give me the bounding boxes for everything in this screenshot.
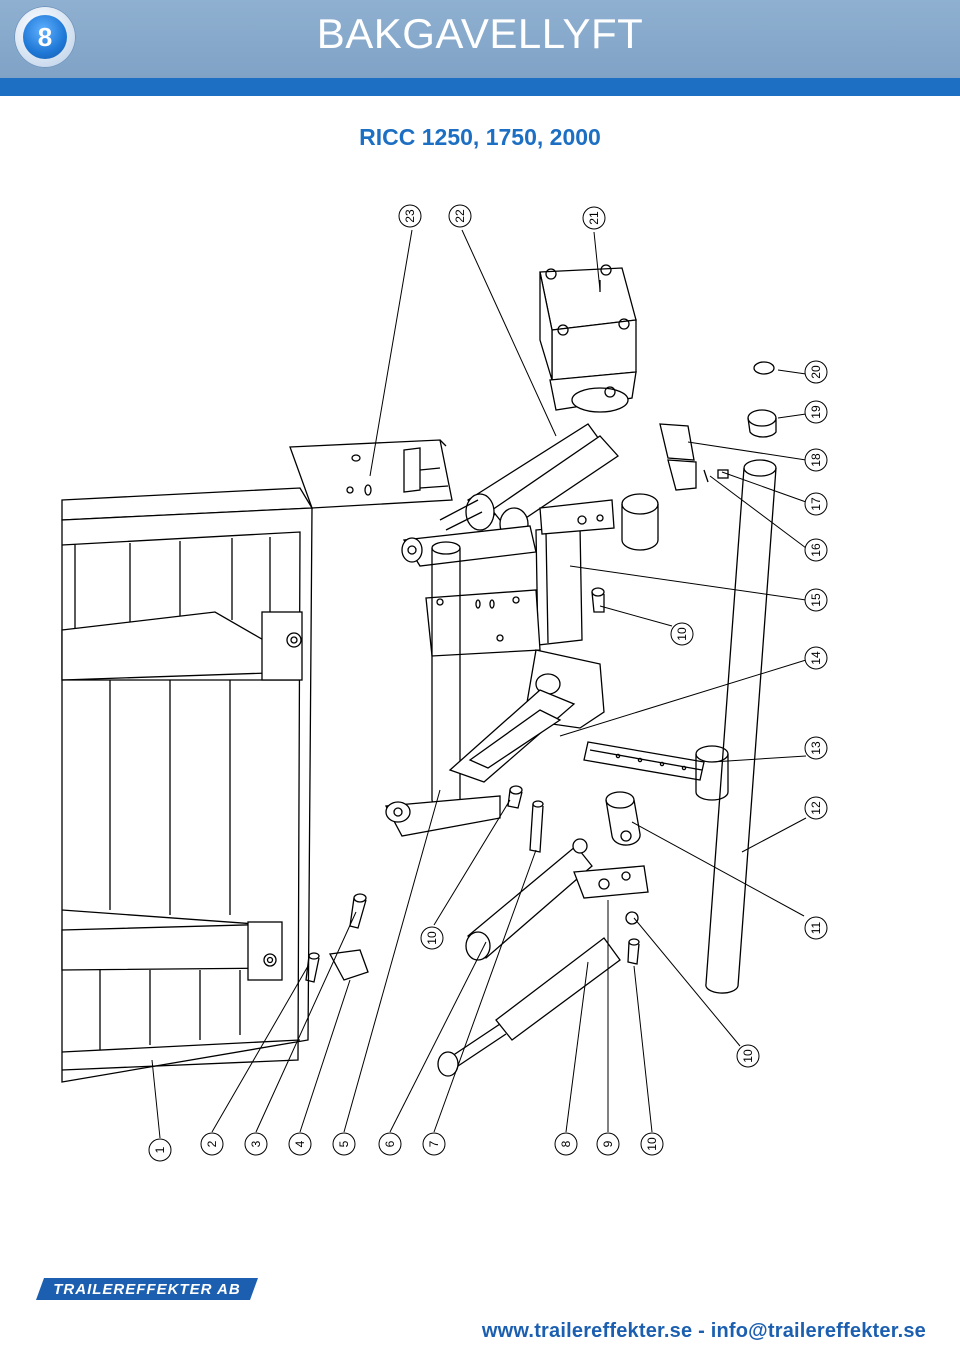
- callout-number: 21: [587, 211, 601, 225]
- callout-circle: [804, 448, 828, 472]
- callout-circle: [244, 1132, 268, 1156]
- pins-brackets: [305, 587, 640, 983]
- model-subtitle: RICC 1250, 1750, 2000: [359, 124, 601, 150]
- header-accent-line: [0, 78, 960, 96]
- footer-contact: www.trailereffekter.se - info@trailereff…: [481, 1320, 926, 1342]
- callout-circle: [804, 916, 828, 940]
- callout-number: 10: [645, 1137, 659, 1151]
- callout-number: 10: [675, 627, 689, 641]
- callout-number: 4: [293, 1140, 307, 1147]
- callout-circle: [378, 1132, 402, 1156]
- callout-circle: [804, 492, 828, 516]
- section-number: 8: [23, 15, 67, 59]
- callout-number: 19: [809, 405, 823, 419]
- callout-circle: [420, 926, 444, 950]
- company-logo: TRAILEREFFEKTER AB: [36, 1278, 258, 1300]
- callout-number: 16: [809, 543, 823, 557]
- callout-number: 1: [153, 1146, 167, 1153]
- callout-circle: [332, 1132, 356, 1156]
- callout-number: 12: [809, 801, 823, 815]
- callout-number: 2: [205, 1140, 219, 1147]
- callout-circle: [804, 646, 828, 670]
- page-title: BAKGAVELLYFT: [316, 10, 644, 57]
- callout-number: 7: [427, 1140, 441, 1147]
- callout-number: 23: [403, 209, 417, 223]
- callout-circle: [736, 1044, 760, 1068]
- callout-circle: [596, 1132, 620, 1156]
- callout-number: 3: [249, 1140, 263, 1147]
- tailgate-platform: [61, 487, 314, 1083]
- callout-circle: [448, 204, 472, 228]
- callout-number: 10: [741, 1049, 755, 1063]
- callout-circle: [582, 206, 606, 230]
- callout-circle: [398, 204, 422, 228]
- callout-number: 5: [337, 1140, 351, 1147]
- callout-circle: [804, 796, 828, 820]
- callout-circle: [804, 400, 828, 424]
- callout-number: 20: [809, 365, 823, 379]
- callout-number: 14: [809, 651, 823, 665]
- mounting-plate: [289, 439, 453, 509]
- upper-cylinder-arm: [401, 423, 619, 567]
- header-bar: [0, 0, 960, 78]
- callout-circle: [422, 1132, 446, 1156]
- callout-circle: [804, 736, 828, 760]
- callout-circle: [148, 1138, 172, 1162]
- logo-text: TRAILEREFFEKTER AB: [53, 1281, 240, 1298]
- small-parts: [659, 361, 777, 491]
- callout-circle: [288, 1132, 312, 1156]
- lift-column: [535, 499, 615, 646]
- long-tube: [705, 459, 777, 994]
- callout-circle: [640, 1132, 664, 1156]
- callout-number: 9: [601, 1140, 615, 1147]
- callout-number: 17: [809, 497, 823, 511]
- hydraulic-motor-box: [539, 264, 637, 413]
- callout-number: 11: [809, 921, 823, 934]
- lower-arm: [384, 649, 605, 837]
- middle-plate: [425, 589, 541, 657]
- callout-circle: [554, 1132, 578, 1156]
- callout-circle: [670, 622, 694, 646]
- angle-bar: [583, 741, 729, 801]
- leader-lines: [151, 229, 807, 1139]
- callout-number: 13: [809, 741, 823, 755]
- callout-number: 18: [809, 453, 823, 467]
- callout-circle: [804, 360, 828, 384]
- callout-number: 15: [809, 593, 823, 607]
- callout-circle: [804, 588, 828, 612]
- callout-circle: [200, 1132, 224, 1156]
- exploded-parts-diagram: 1234567891010101011121314151617181920212…: [61, 204, 828, 1162]
- callout-circle: [804, 538, 828, 562]
- callout-number: 8: [559, 1140, 573, 1147]
- hydraulic-cylinders: [437, 791, 649, 1077]
- callout-number: 10: [425, 931, 439, 945]
- callout-number: 22: [453, 209, 467, 223]
- callout-number: 6: [383, 1140, 397, 1147]
- guide-sleeve: [621, 493, 659, 551]
- section-badge: 8: [14, 6, 76, 68]
